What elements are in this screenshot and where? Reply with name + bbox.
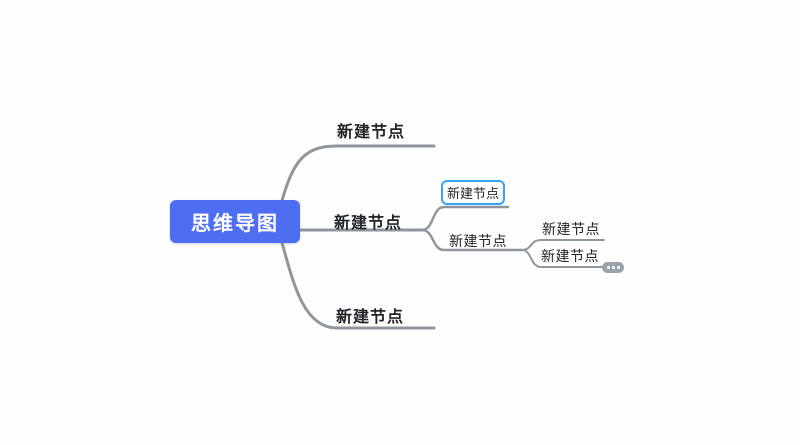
branch-node-bottom[interactable]: 新建节点 xyxy=(336,307,405,326)
dot-icon xyxy=(611,266,615,269)
branch-node-middle[interactable]: 新建节点 xyxy=(334,213,403,232)
dot-icon xyxy=(606,266,610,269)
connector-middle-child2 xyxy=(420,228,524,252)
child-node-selected[interactable]: 新建节点 xyxy=(441,180,505,205)
child-node-selected-label: 新建节点 xyxy=(446,187,499,202)
connector-child2-grandchild2 xyxy=(521,249,605,268)
connector-root-bottom xyxy=(279,237,436,330)
expand-more-button[interactable] xyxy=(602,262,624,273)
connector-root-top xyxy=(279,144,436,206)
connector-middle-selected-child xyxy=(420,205,510,232)
root-node[interactable]: 思维导图 xyxy=(170,200,300,243)
child-node[interactable]: 新建节点 xyxy=(449,234,507,250)
branch-node-top[interactable]: 新建节点 xyxy=(337,122,406,141)
root-node-label: 思维导图 xyxy=(191,211,279,235)
grandchild-node-1[interactable]: 新建节点 xyxy=(542,222,600,238)
grandchild-node-2[interactable]: 新建节点 xyxy=(541,249,599,265)
dot-icon xyxy=(616,266,620,269)
